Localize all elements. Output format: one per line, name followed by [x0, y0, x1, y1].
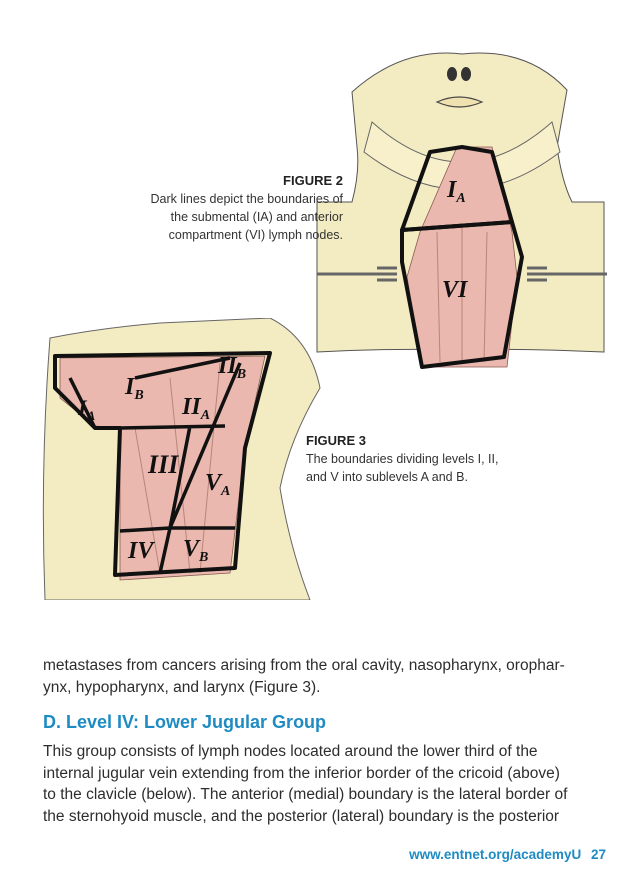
body-paragraph-1: metastases from cancers arising from the…	[43, 655, 603, 698]
figure-2-caption: FIGURE 2 Dark lines depict the boundarie…	[103, 172, 343, 244]
body-line: internal jugular vein extending from the…	[43, 764, 560, 782]
label-IV: IV	[127, 538, 155, 564]
figure-2-title: FIGURE 2	[283, 173, 343, 188]
chin	[363, 121, 561, 190]
figure-3-caption-line: and V into sublevels A and B.	[306, 470, 468, 484]
label-IIB: IIB	[217, 353, 246, 382]
body-paragraph-2: This group consists of lymph nodes locat…	[43, 741, 603, 827]
nostril-left	[447, 67, 457, 81]
body-line: the sternohyoid muscle, and the posterio…	[43, 807, 560, 825]
page-number: 27	[590, 847, 606, 862]
figure-3-title: FIGURE 3	[306, 433, 366, 448]
figure-2-caption-line: Dark lines depict the boundaries of	[150, 192, 343, 206]
boundary-internal	[68, 356, 242, 574]
figure-3-caption-line: The boundaries dividing levels I, II,	[306, 452, 499, 466]
boundary-levels	[53, 351, 272, 577]
nostril-right	[461, 67, 471, 81]
page-footer: www.entnet.org/academyU 27	[409, 847, 606, 862]
body-line: to the clavicle (below). The anterior (m…	[43, 786, 568, 803]
figure-3-illustration: IA IB IIA IIB III VA IV VB	[42, 318, 321, 600]
lips	[435, 96, 484, 108]
figure-3-caption: FIGURE 3 The boundaries dividing levels …	[306, 432, 546, 486]
body-line: ynx, hypopharynx, and larynx (Figure 3).	[43, 678, 321, 696]
label-III: III	[147, 450, 179, 479]
figure-2-caption-line: the submental (IA) and anterior	[170, 210, 343, 224]
body-line: This group consists of lymph nodes locat…	[43, 743, 538, 760]
boundary-VI	[400, 220, 524, 369]
footer-url[interactable]: www.entnet.org/academyU	[409, 847, 582, 862]
section-heading: D. Level IV: Lower Jugular Group	[43, 712, 327, 732]
label-VI: VI	[442, 277, 469, 303]
figure-2-caption-line: compartment (VI) lymph nodes.	[168, 228, 343, 242]
figure-2-illustration: IA VI	[316, 52, 607, 369]
retractor-left	[317, 266, 397, 282]
retractor-right	[527, 266, 607, 282]
body-line: metastases from cancers arising from the…	[43, 657, 565, 674]
